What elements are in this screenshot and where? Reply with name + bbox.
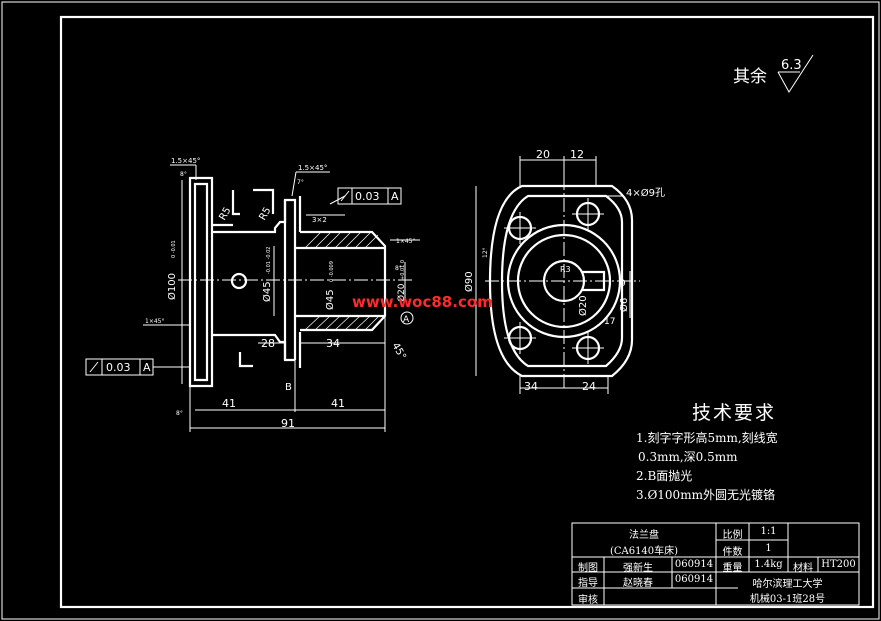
rv-radius: R3 xyxy=(560,265,571,274)
radius-a: R5 xyxy=(217,205,233,222)
tech-item-1: 1.刻字字形高5mm,刻线宽 xyxy=(636,431,778,445)
section-b: B xyxy=(285,382,292,393)
dia-45b-tol: 0 -0.009 xyxy=(329,261,335,282)
tolerance-frame-left: 0.03 A xyxy=(85,358,190,376)
tol-left-datum: A xyxy=(143,361,151,374)
rv-dim-9: 9 xyxy=(620,279,626,289)
tech-requirements: 技术要求 1.刻字字形高5mm,刻线宽 0.3mm,深0.5mm 2.B面抛光 … xyxy=(636,398,866,503)
tb-scale-label: 比例 xyxy=(722,530,743,541)
chamfer-top-right: 1.5×45° xyxy=(298,164,327,172)
rv-dim-24: 24 xyxy=(582,380,596,393)
tb-count-label: 件数 xyxy=(722,547,743,558)
tb-weight-label: 重量 xyxy=(722,563,743,574)
dim-41b: 41 xyxy=(331,397,345,410)
dia-20: Ø20 xyxy=(396,283,407,302)
chamfer-right: 1×45° xyxy=(396,238,415,245)
rv-dia-90: Ø90 xyxy=(463,271,475,292)
left-section-view xyxy=(143,164,420,432)
rv-holes: 4×Ø9孔 xyxy=(626,187,665,199)
right-end-view xyxy=(475,156,640,394)
tb-material-label: 材料 xyxy=(793,563,813,574)
tb-guide-label: 指导 xyxy=(578,578,598,589)
dim-41a: 41 xyxy=(222,397,236,410)
dia-45b: Ø45 xyxy=(324,289,336,310)
rv-dim-17: 17 xyxy=(604,317,615,327)
radius-b: R5 xyxy=(257,205,273,222)
tolerance-frame-top: 0.03 A xyxy=(329,187,402,205)
rv-dia-6: Ø6 xyxy=(618,298,630,312)
tb-drawn-name: 强新生 xyxy=(623,563,653,574)
tb-school: 哈尔滨理工大学 xyxy=(752,579,823,590)
section-hatch xyxy=(304,232,379,331)
tol-left-value: 0.03 xyxy=(106,361,131,374)
dia-100-tol: 0 -0.01 xyxy=(171,240,177,258)
dim-45deg: 45° xyxy=(389,341,407,362)
angle-a: 8° xyxy=(180,171,187,178)
rv-dim-12: 12 xyxy=(570,148,584,161)
datum-a: A xyxy=(403,315,410,325)
dia-45a: Ø45 xyxy=(261,281,273,302)
inner-frame xyxy=(59,15,875,609)
dim-28: 28 xyxy=(261,337,275,350)
tb-machine: (CA6140车床) xyxy=(609,546,679,557)
tb-drawn-label: 制图 xyxy=(578,563,598,574)
dim-34: 34 xyxy=(326,337,340,350)
title-block-grid xyxy=(571,522,860,606)
tb-guide-date: 060914 xyxy=(674,574,714,585)
chamfer-left: 1×45° xyxy=(145,318,164,325)
dim-91: 91 xyxy=(281,417,295,430)
watermark: www.woc88.com xyxy=(352,293,493,311)
rv-dia-20: Ø20 xyxy=(577,295,589,316)
tb-guide-name: 赵晓春 xyxy=(623,578,653,589)
tb-part-name: 法兰盘 xyxy=(629,530,659,541)
angle-c: 8° xyxy=(176,410,183,417)
rv-angle: 12° xyxy=(482,247,489,258)
surface-note-label: 其余 xyxy=(733,67,767,87)
rv-dim-34: 34 xyxy=(524,380,538,393)
tol-top-value: 0.03 xyxy=(355,190,380,203)
dia-45a-tol: -0.01 -0.02 xyxy=(266,247,272,274)
dia-20-tol: +0.01 0 xyxy=(400,260,406,280)
tb-scale-value: 1:1 xyxy=(760,526,777,537)
tb-drawn-date: 060914 xyxy=(674,559,714,570)
tech-title: 技术要求 xyxy=(692,402,777,424)
dia-100: Ø100 xyxy=(166,273,178,300)
tb-class: 机械03-1班28号 xyxy=(749,594,826,605)
tb-count-value: 1 xyxy=(765,543,772,554)
angle-d: 8° xyxy=(395,265,402,272)
tech-item-4: 3.Ø100mm外圆无光镀铬 xyxy=(636,488,775,502)
tb-material-value: HT200 xyxy=(821,559,856,570)
tol-top-datum: A xyxy=(391,190,399,203)
chamfer-top-left: 1.5×45° xyxy=(171,157,200,165)
rv-dim-20: 20 xyxy=(536,148,550,161)
tech-item-2: 0.3mm,深0.5mm xyxy=(638,450,738,464)
surface-note-value: 6.3 xyxy=(781,58,802,73)
tech-item-3: 2.B面抛光 xyxy=(636,469,693,483)
angle-b: 7° xyxy=(297,179,304,186)
tb-weight-value: 1.4kg xyxy=(754,559,783,570)
surface-roughness-note: 其余 6.3 xyxy=(733,54,814,93)
groove-dim: 3×2 xyxy=(312,216,327,224)
tb-review-label: 审核 xyxy=(578,595,598,606)
